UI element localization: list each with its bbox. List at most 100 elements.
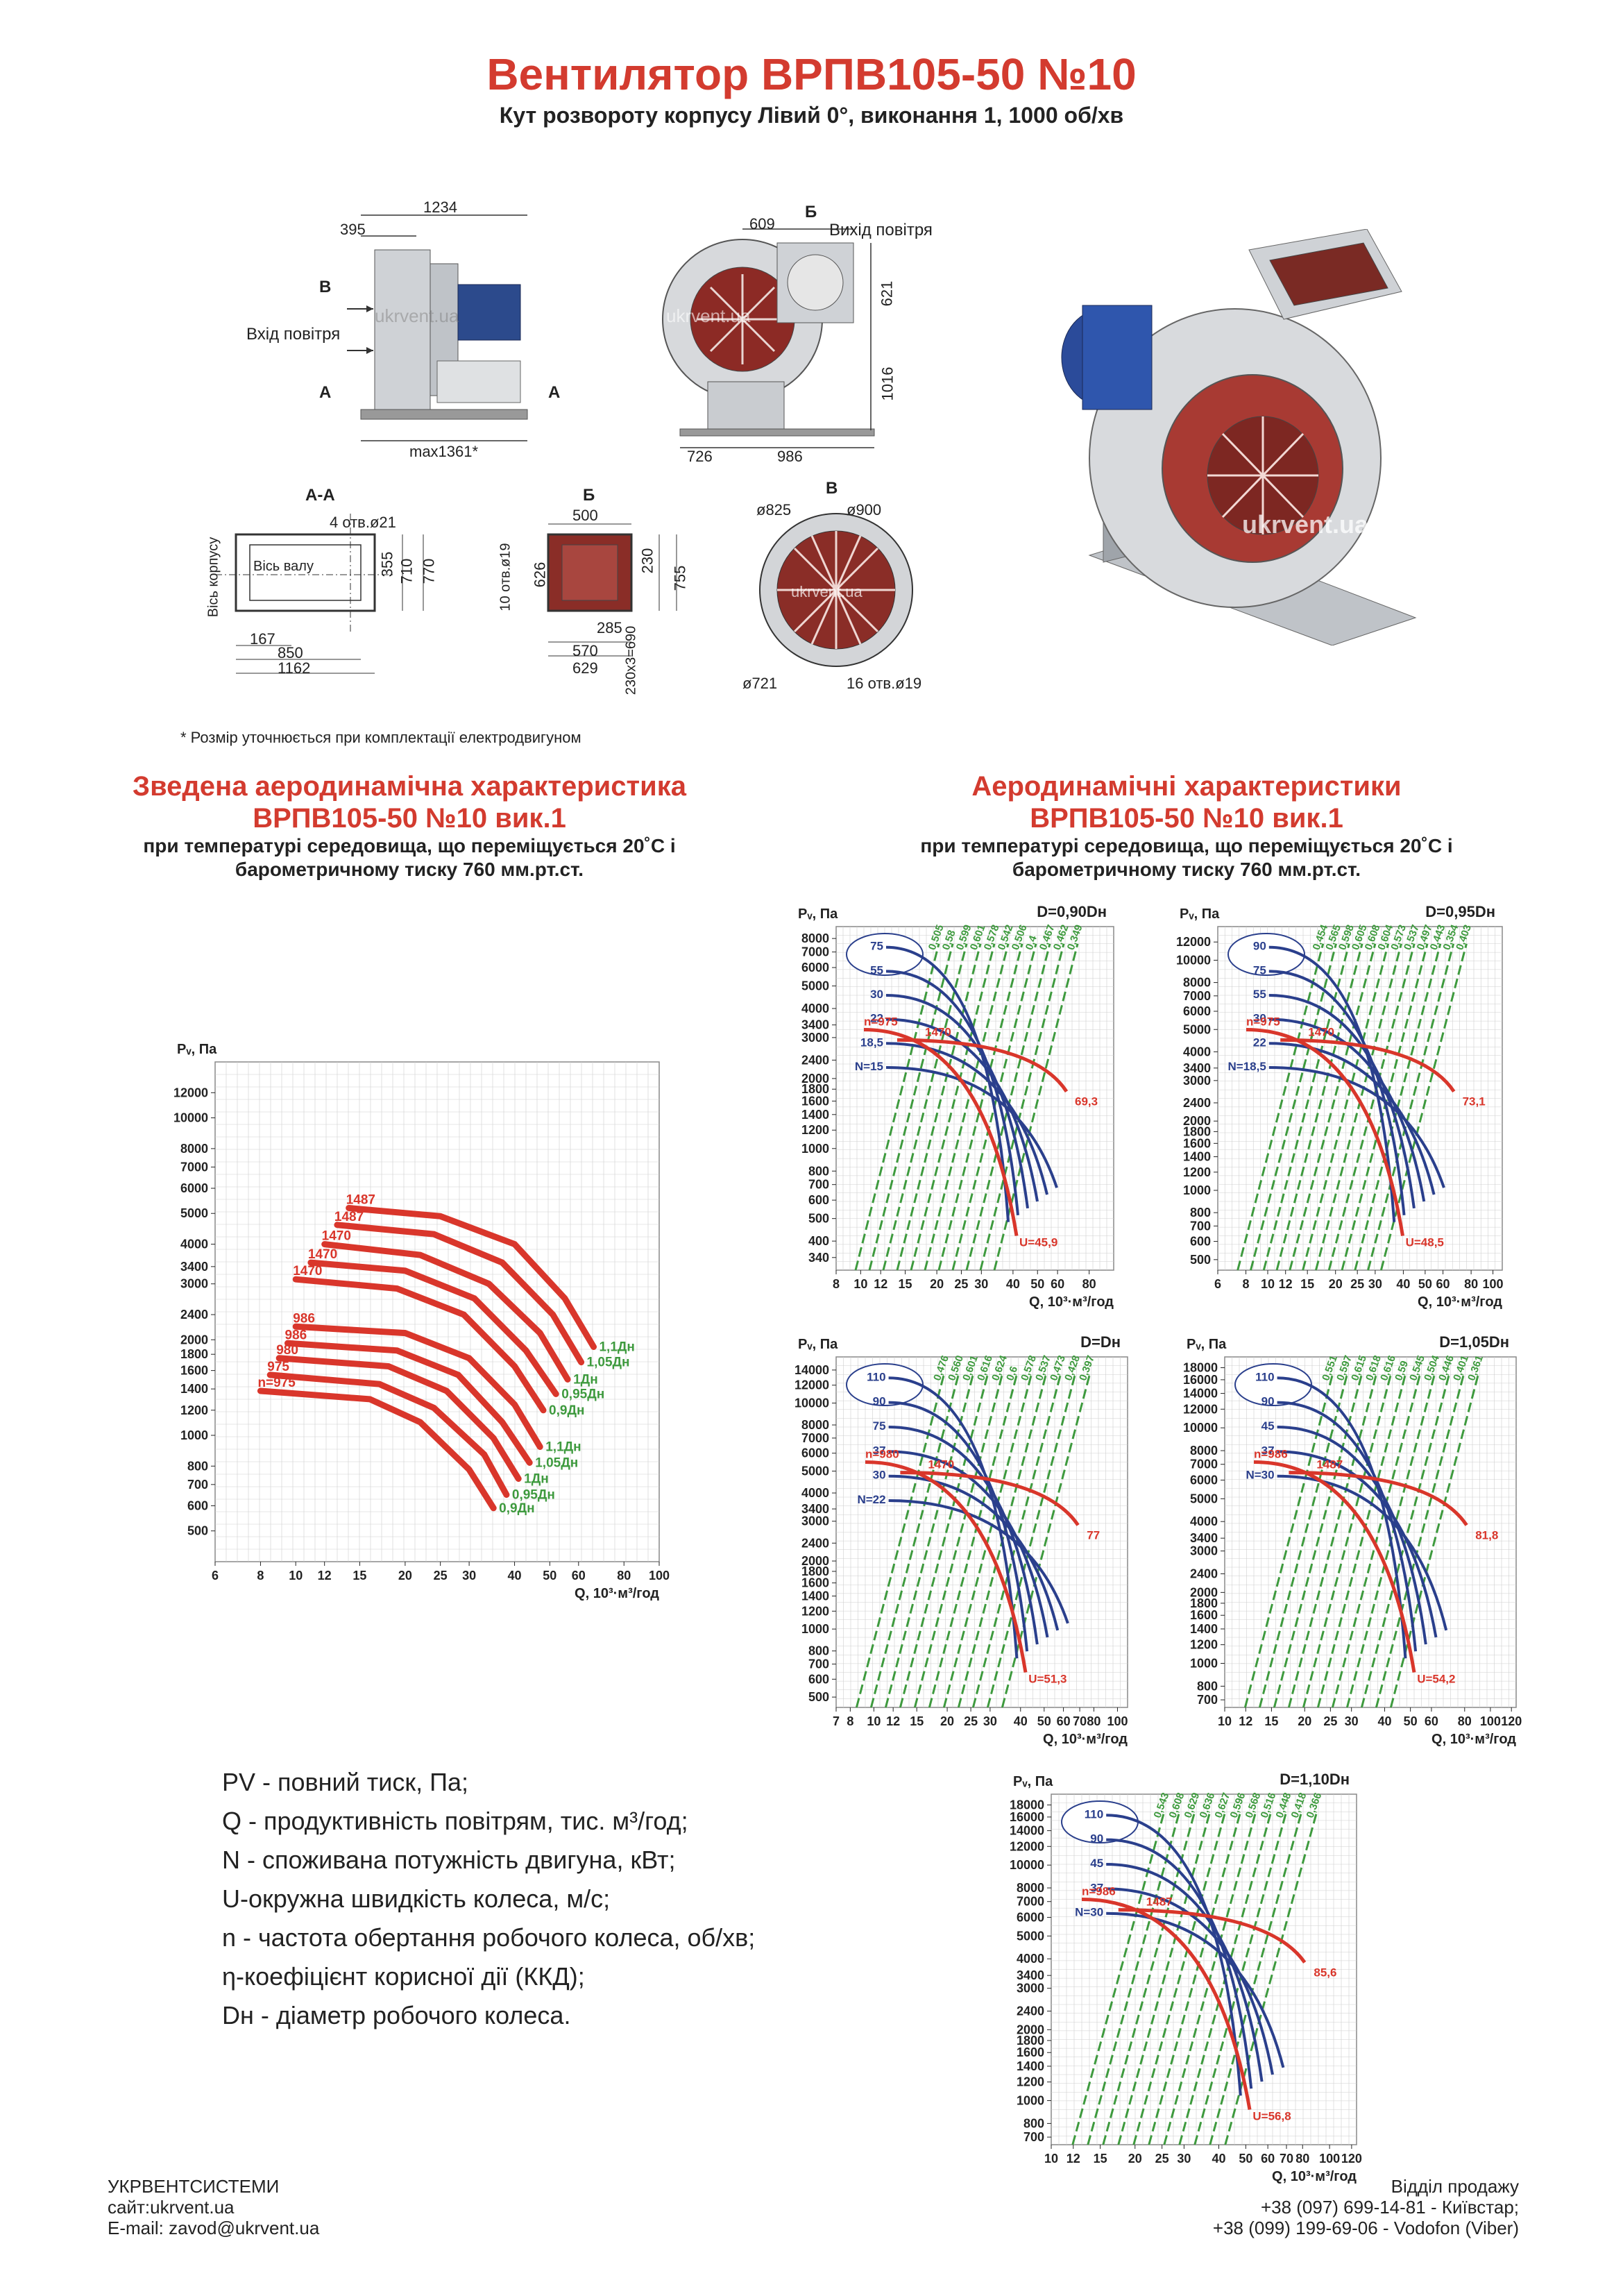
power-label: 75 <box>873 1419 886 1433</box>
x-tick-label: 15 <box>1264 1714 1278 1728</box>
fan-3d-illustration: ukrvent.ua <box>1041 228 1457 646</box>
y-tick-label: 7000 <box>1183 989 1211 1003</box>
series-line <box>266 1371 510 1499</box>
y-tick-label: 1400 <box>1017 2059 1044 2073</box>
y-tick-label: 1400 <box>180 1382 208 1396</box>
y-tick-label: 8000 <box>801 931 829 945</box>
power-curve <box>888 1499 1069 1624</box>
series-end-label: 1,05Дн <box>535 1455 578 1470</box>
dim-1016: 1016 <box>878 366 897 401</box>
label-housing-axis: Вісь корпусу <box>205 537 221 618</box>
y-tick-label: 2000 <box>1183 1114 1211 1128</box>
speed-label: n=980 <box>865 1448 899 1461</box>
series-label: 980 <box>276 1343 298 1358</box>
footer-email[interactable]: E-mail: zavod@ukrvent.ua <box>108 2218 320 2238</box>
y-tick-label: 1800 <box>1190 1596 1218 1610</box>
y-tick-label: 3400 <box>801 1502 829 1516</box>
speed-curve <box>1081 1898 1252 2110</box>
dim-626: 626 <box>531 562 549 588</box>
x-tick-label: 120 <box>1501 1714 1522 1728</box>
dim-770: 770 <box>420 558 438 584</box>
x-tick-label: 100 <box>1483 1277 1504 1291</box>
footer-phone-kyivstar[interactable]: +38 (097) 699-14-81 - Київстар; <box>1260 2197 1519 2218</box>
y-tick-label: 340 <box>808 1251 829 1265</box>
x-tick-label: 40 <box>1212 2152 1225 2166</box>
y-tick-label: 1400 <box>801 1108 829 1122</box>
label-air-outlet: Вихід повітря <box>829 221 933 239</box>
dim-629: 629 <box>572 659 598 677</box>
u-label-max: 85,6 <box>1314 1966 1336 1980</box>
power-label: 110 <box>867 1370 885 1383</box>
y-tick-label: 3400 <box>1017 1968 1044 1982</box>
logo-icon <box>1227 933 1305 976</box>
power-label: 18,5 <box>860 1036 883 1049</box>
legend-eta: η-коефіцієнт корисної дії (ККД); <box>222 1962 585 1991</box>
y-tick-label: 1800 <box>1017 2034 1044 2048</box>
dim-holes-16: 16 отв.ø19 <box>847 675 922 692</box>
speed-label: 1487 <box>1146 1896 1173 1909</box>
efficiency-line <box>854 943 940 1271</box>
y-axis-label: Pᵥ, Па <box>1187 1337 1227 1352</box>
x-tick-label: 100 <box>649 1569 670 1582</box>
x-tick-label: 12 <box>886 1714 900 1728</box>
efficiency-line <box>1163 1811 1257 2145</box>
footer-sales-title: Відділ продажу <box>1391 2176 1519 2197</box>
y-tick-label: 700 <box>187 1478 208 1492</box>
power-label: 110 <box>1085 1807 1103 1821</box>
x-tick-label: 60 <box>1057 1714 1071 1728</box>
x-tick-label: 100 <box>1107 1714 1128 1728</box>
speed-label: n=986 <box>1254 1448 1288 1461</box>
x-tick-label: 50 <box>1037 1714 1051 1728</box>
y-tick-label: 800 <box>187 1459 208 1473</box>
x-tick-label: 80 <box>1082 1277 1096 1291</box>
label-a-right: А <box>548 383 561 402</box>
x-tick-label: 30 <box>1368 1277 1382 1291</box>
dim-d900: ø900 <box>847 501 882 518</box>
efficiency-line <box>1071 1811 1166 2145</box>
right-title-line1: Аеродинамічні характеристики <box>971 771 1402 802</box>
x-axis-label: Q, 10³·м³/год <box>1043 1732 1128 1747</box>
footer-site[interactable]: сайт:ukrvent.ua <box>108 2197 235 2218</box>
y-tick-label: 10000 <box>1176 953 1211 967</box>
y-tick-label: 600 <box>808 1193 829 1207</box>
power-label: N=15 <box>855 1060 883 1073</box>
x-tick-label: 10 <box>867 1714 881 1728</box>
footer-phone-vodafone[interactable]: +38 (099) 199-69-06 - Vodofon (Viber) <box>1212 2218 1519 2238</box>
efficiency-line <box>1302 943 1390 1271</box>
y-tick-label: 600 <box>1190 1235 1211 1249</box>
power-curve <box>1106 1814 1242 2096</box>
left-section-header: Зведена аеродинамічна характеристика ВРП… <box>97 770 722 881</box>
y-tick-label: 6000 <box>180 1181 208 1195</box>
dim-1162: 1162 <box>278 659 311 677</box>
y-tick-label: 7000 <box>801 945 829 959</box>
y-tick-label: 7000 <box>180 1160 208 1174</box>
x-tick-label: 20 <box>1329 1277 1343 1291</box>
power-label: 55 <box>870 963 883 977</box>
footer-company: УКРВЕНТСИСТЕМИ <box>108 2176 280 2197</box>
y-tick-label: 2400 <box>801 1053 829 1067</box>
y-tick-label: 2400 <box>1183 1096 1211 1110</box>
section-v-drawing: В ø825 ø900 ø721 16 отв.ø19 ukrvent.ua <box>722 479 944 701</box>
dim-395: 395 <box>340 221 366 238</box>
power-curve <box>888 1474 1060 1631</box>
series-line <box>334 1222 585 1366</box>
power-curve <box>888 1401 1029 1652</box>
efficiency-line <box>882 943 968 1271</box>
x-tick-label: 100 <box>1480 1714 1501 1728</box>
power-curve <box>888 1426 1039 1645</box>
dim-710: 710 <box>398 558 416 584</box>
power-curve <box>1268 1018 1426 1202</box>
section-aa-title: А-А <box>305 486 335 505</box>
y-tick-label: 700 <box>1023 2130 1044 2144</box>
right-title-line2: ВРПВ105-50 №10 вик.1 <box>1030 803 1343 834</box>
u-label-min: U=54,2 <box>1417 1673 1455 1686</box>
speed-curve <box>897 1038 1069 1092</box>
power-label: 30 <box>1253 1012 1266 1025</box>
y-tick-label: 1600 <box>801 1094 829 1108</box>
x-tick-label: 25 <box>964 1714 978 1728</box>
legend-pv: PV - повний тиск, Па; <box>222 1768 469 1796</box>
power-curve <box>1277 1376 1407 1659</box>
y-tick-label: 8000 <box>1183 976 1211 990</box>
